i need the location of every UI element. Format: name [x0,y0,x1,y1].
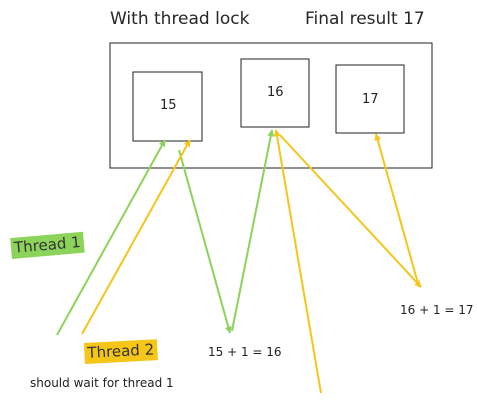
thread2-arrow-read-16 [273,129,322,394]
box-value-17: 17 [362,92,379,107]
thread2-arrow-compute-17 [279,134,422,288]
final-result-label: Final result 17 [305,9,425,29]
lock-container [109,42,433,169]
value-box-16 [240,58,310,128]
thread1-arrow-write-16 [231,129,275,332]
thread1-arrow-read-15 [56,139,166,336]
calc-15-plus-1: 15 + 1 = 16 [208,345,282,359]
thread1-arrow-compute-16 [178,149,232,334]
thread2-arrow-read-15 [81,139,191,335]
calc-16-plus-1: 16 + 1 = 17 [400,303,474,317]
thread2-arrow-write-17 [374,133,420,288]
box-value-15: 15 [160,98,177,113]
thread2-wait-note: should wait for thread 1 [30,376,174,390]
box-value-16: 16 [267,85,284,100]
value-box-15 [132,71,203,142]
value-box-17 [335,64,405,134]
diagram-title: With thread lock [110,9,250,29]
thread2-tag: Thread 2 [83,339,158,364]
